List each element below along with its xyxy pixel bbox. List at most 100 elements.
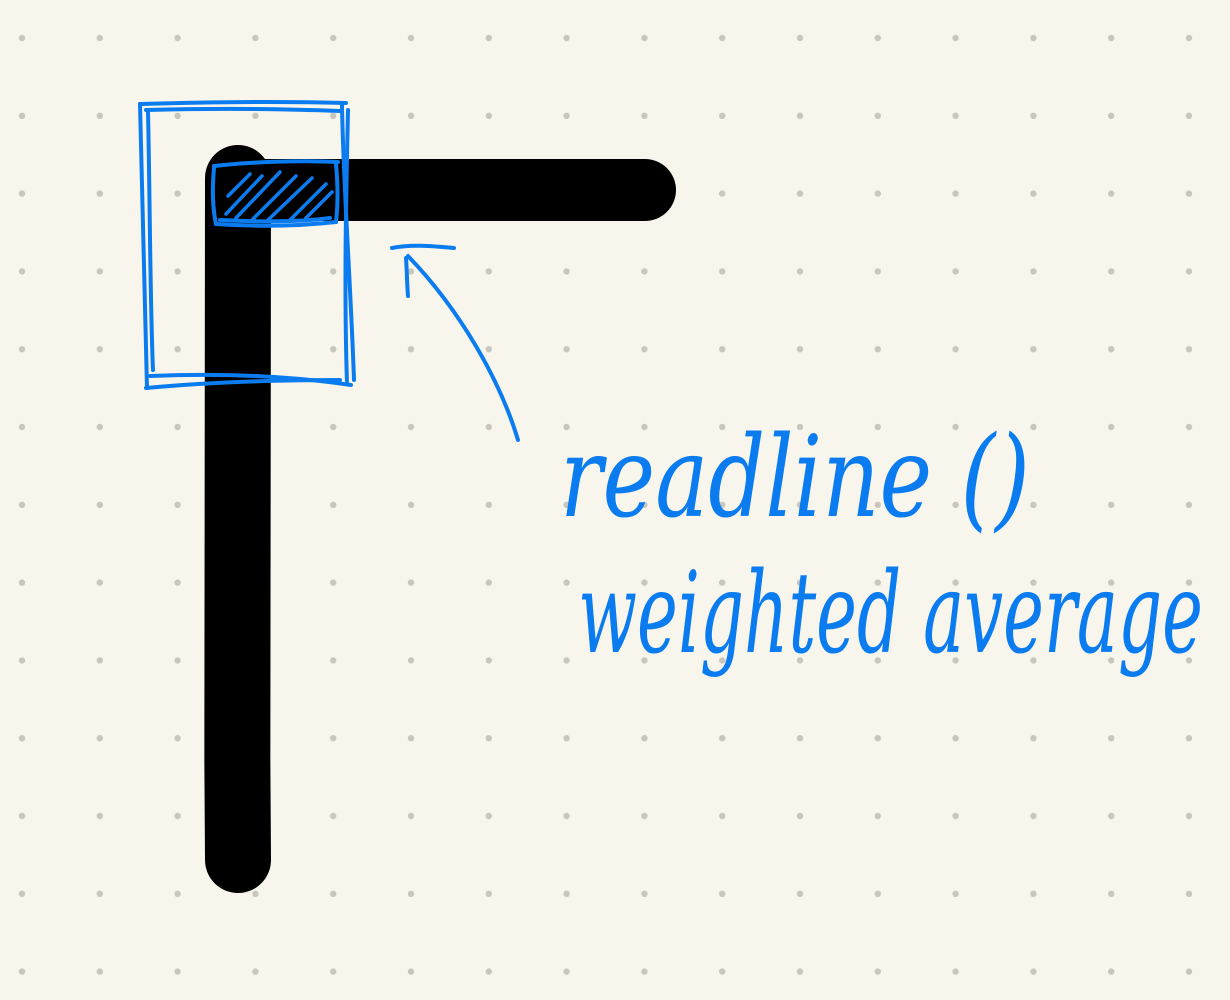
grid-dot [563, 657, 570, 664]
grid-dot [563, 34, 570, 42]
grid-dot [563, 579, 570, 586]
grid-dot [874, 346, 881, 353]
grid-dot [952, 112, 959, 120]
grid-dot [1185, 34, 1193, 42]
grid-dot [641, 423, 648, 431]
grid-dot [874, 501, 881, 508]
grid-dot [1185, 890, 1193, 897]
grid-dot [874, 812, 881, 820]
grid-dot [485, 735, 492, 742]
dot-grid [18, 34, 1193, 975]
grid-dot [1108, 112, 1115, 120]
grid-dot [874, 268, 881, 275]
grid-dot [252, 968, 259, 975]
grid-dot [1185, 812, 1193, 820]
grid-dot [407, 890, 415, 897]
grid-dot [18, 890, 26, 897]
grid-dot [1030, 579, 1037, 586]
grid-dot [563, 112, 570, 120]
grid-dot [1108, 735, 1115, 742]
grid-dot [174, 268, 181, 275]
grid-dot [407, 657, 415, 664]
grid-dot [1108, 968, 1115, 975]
grid-dot [330, 890, 337, 897]
grid-dot [330, 34, 337, 42]
grid-dot [174, 968, 181, 975]
grid-dot [796, 890, 804, 897]
grid-dot [563, 346, 570, 353]
grid-dot [874, 112, 881, 120]
grid-dot [174, 501, 181, 508]
grid-dot [330, 268, 337, 275]
grid-dot [96, 423, 104, 431]
grid-dot [485, 501, 492, 508]
grid-dot [330, 501, 337, 508]
grid-dot [1030, 423, 1037, 431]
blue-inner-box [210, 159, 340, 228]
grid-dot [796, 968, 804, 975]
grid-dot [174, 890, 181, 897]
grid-dot [18, 112, 26, 120]
grid-dot [407, 112, 415, 120]
grid-dot [18, 657, 26, 664]
grid-dot [18, 812, 26, 820]
grid-dot [96, 190, 104, 197]
grid-dot [407, 501, 415, 508]
grid-dot [641, 812, 648, 820]
grid-dot [330, 735, 337, 742]
grid-dot [485, 112, 492, 120]
grid-dot [18, 735, 26, 742]
grid-dot [407, 735, 415, 742]
grid-dot [641, 735, 648, 742]
grid-dot [18, 501, 26, 508]
grid-dot [796, 657, 804, 664]
grid-dot [330, 812, 337, 820]
grid-dot [874, 423, 881, 431]
grid-dot [1030, 501, 1037, 508]
grid-dot [18, 190, 26, 197]
grid-dot [641, 968, 648, 975]
grid-dot [563, 812, 570, 820]
grid-dot [96, 812, 104, 820]
grid-dot [641, 268, 648, 275]
grid-dot [96, 268, 104, 275]
grid-dot [96, 657, 104, 664]
grid-dot [641, 579, 648, 586]
grid-dot [1030, 268, 1037, 275]
grid-dot [1185, 423, 1193, 431]
grid-dot [719, 890, 726, 897]
grid-dot [1185, 346, 1193, 353]
grid-dot [1185, 657, 1193, 664]
grid-dot [874, 34, 881, 42]
grid-dot [719, 112, 726, 120]
grid-dot [719, 346, 726, 353]
grid-dot [952, 968, 959, 975]
grid-dot [796, 735, 804, 742]
grid-dot [563, 890, 570, 897]
grid-dot [96, 501, 104, 508]
annotation-line-2: weighted average [578, 549, 1203, 679]
grid-dot [1185, 968, 1193, 975]
grid-dot [407, 346, 415, 353]
grid-dot [952, 346, 959, 353]
grid-dot [952, 735, 959, 742]
grid-dot [719, 735, 726, 742]
blue-outer-box [138, 99, 356, 390]
grid-dot [330, 657, 337, 664]
grid-dot [874, 890, 881, 897]
grid-dot [252, 112, 259, 120]
grid-dot [1030, 34, 1037, 42]
grid-dot [174, 657, 181, 664]
grid-dot [719, 657, 726, 664]
grid-dot [952, 657, 959, 664]
grid-dot [796, 423, 804, 431]
grid-dot [1030, 190, 1037, 197]
grid-dot [174, 423, 181, 431]
grid-dot [563, 501, 570, 508]
grid-dot [485, 890, 492, 897]
grid-dot [796, 34, 804, 42]
grid-dot [407, 423, 415, 431]
grid-dot [874, 968, 881, 975]
grid-dot [174, 579, 181, 586]
grid-dot [174, 346, 181, 353]
